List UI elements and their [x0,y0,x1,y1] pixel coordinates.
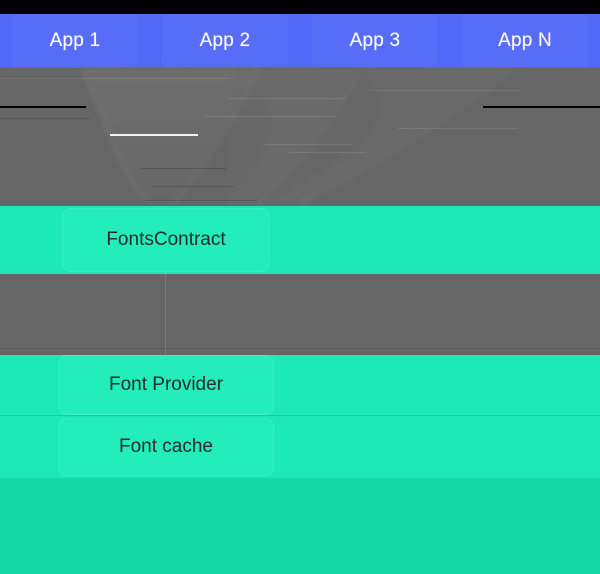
app-tab-2-label: App 2 [199,30,251,51]
app-tab-3[interactable]: App 3 [300,14,450,68]
blur-scanline [263,144,353,145]
blur-scanline [145,200,257,201]
fonts-contract-card[interactable]: FontsContract [62,208,270,272]
client-apps-row: App 1 App 2 App 3 App N [0,14,600,68]
blur-scanline [140,168,226,169]
font-provider-card[interactable]: Font Provider [58,355,274,415]
blur-scanline [228,98,346,99]
app-tab-2[interactable]: App 2 [150,14,300,68]
blur-scanline [370,90,520,91]
blur-scanline [205,116,337,117]
blur-scanline [0,78,230,79]
font-cache-card[interactable]: Font cache [58,418,274,476]
font-provider-label: Font Provider [108,374,224,395]
app-tab-3-label: App 3 [349,30,401,51]
blur-scanline-dark [483,106,600,108]
blur-scanline-light [110,134,198,136]
blur-scanline [288,152,366,153]
connector-divider [165,274,166,355]
fonts-contract-label: FontsContract [106,229,226,250]
app-tab-n-label: App N [498,30,552,51]
app-tab-1-label: App 1 [49,30,101,51]
app-tab-1[interactable]: App 1 [0,14,150,68]
base-band [0,478,600,574]
blur-scanline [398,128,518,129]
top-black-bar [0,0,600,14]
funnel-arrows-svg [80,68,512,206]
connector-band-mid [0,274,600,355]
arrow-artwork-top [0,68,600,206]
blur-scanline-dark [0,106,86,108]
font-cache-label: Font cache [119,436,213,457]
connector-hairline [0,348,600,349]
app-tab-n[interactable]: App N [450,14,600,68]
blur-scanline [152,186,234,187]
band-divider [0,415,600,416]
blur-scanline [0,118,90,119]
